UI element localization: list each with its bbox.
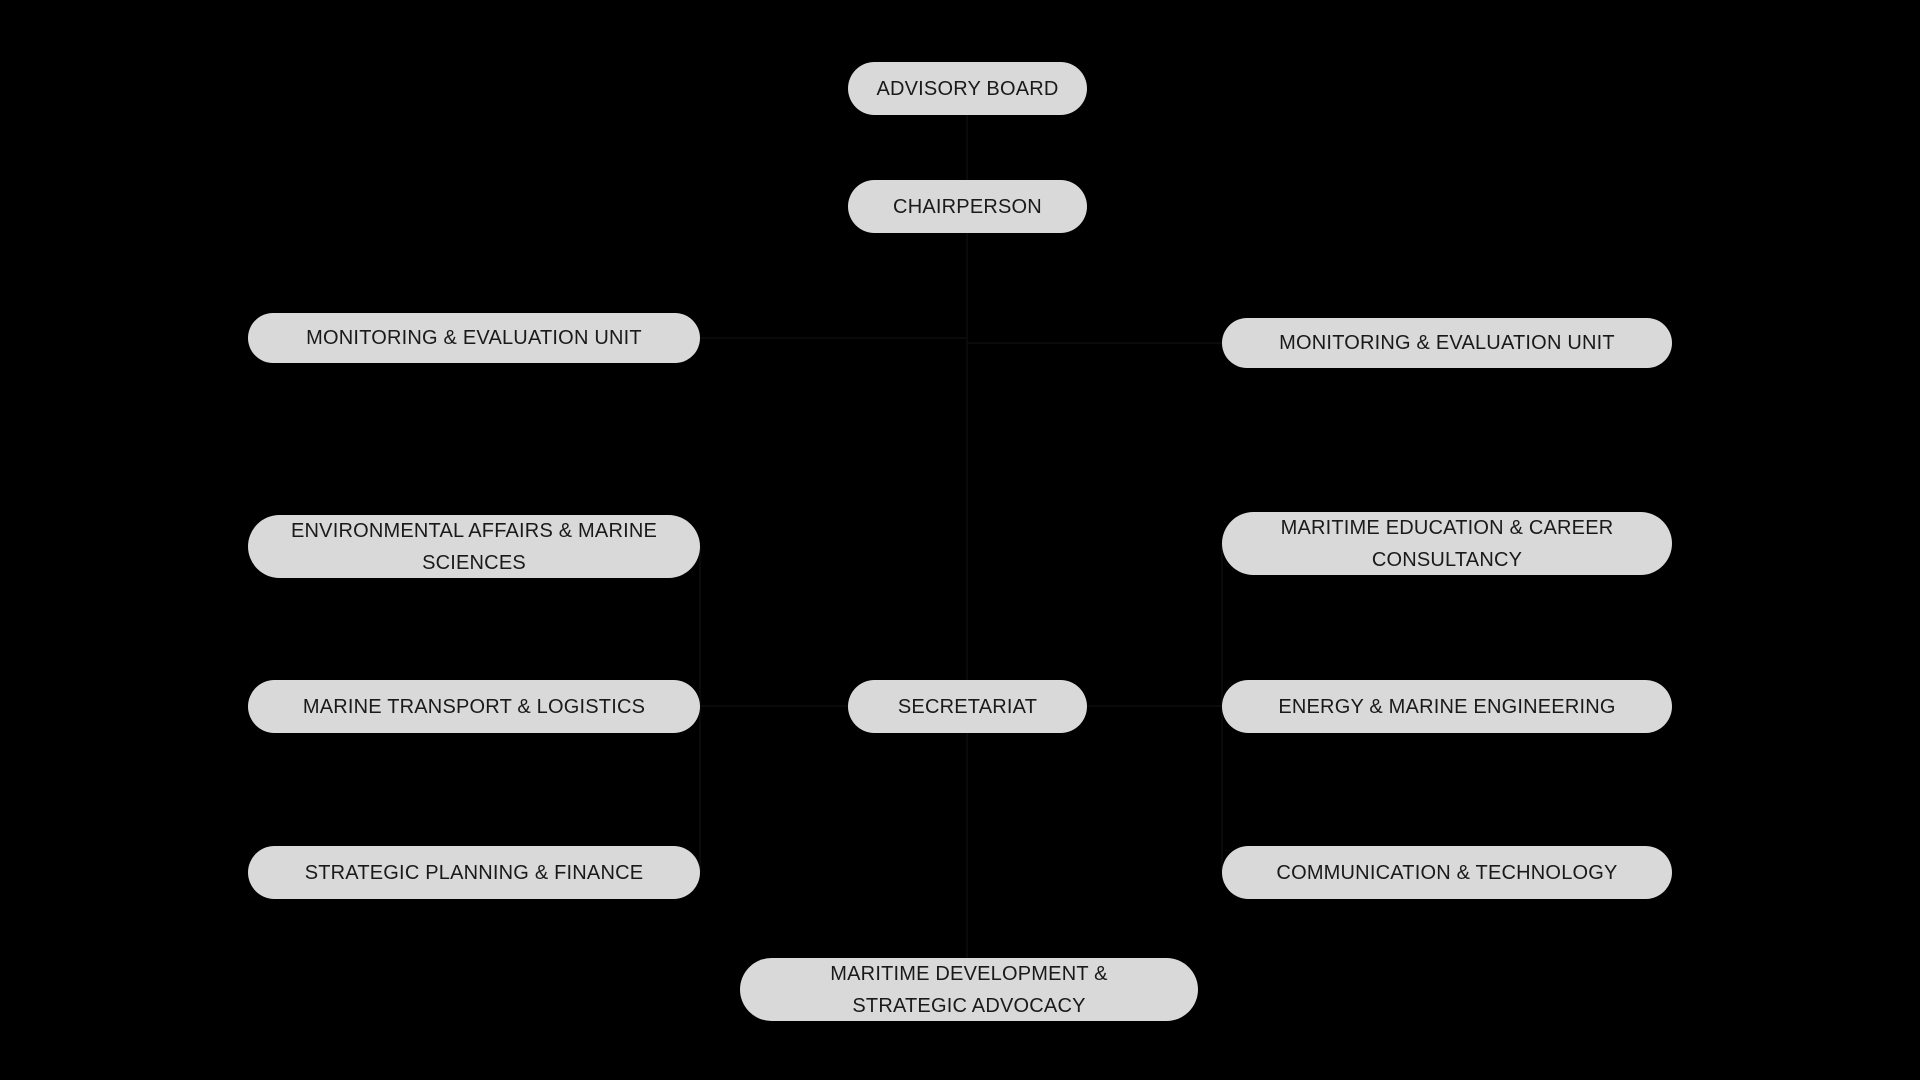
node-energy-marine-engineering[interactable]: ENERGY & MARINE ENGINEERING [1222, 680, 1672, 733]
node-communication-technology[interactable]: COMMUNICATION & TECHNOLOGY [1222, 846, 1672, 899]
node-chairperson[interactable]: CHAIRPERSON [848, 180, 1087, 233]
node-monitoring-evaluation-unit-right[interactable]: MONITORING & EVALUATION UNIT [1222, 318, 1672, 368]
node-monitoring-evaluation-unit-left[interactable]: MONITORING & EVALUATION UNIT [248, 313, 700, 363]
node-environmental-affairs-marine-sciences[interactable]: ENVIRONMENTAL AFFAIRS & MARINE SCIENCES [248, 515, 700, 578]
node-maritime-development-strategic-advocacy[interactable]: MARITIME DEVELOPMENT & STRATEGIC ADVOCAC… [740, 958, 1198, 1021]
node-energy-marine-engineering-label: ENERGY & MARINE ENGINEERING [1278, 695, 1616, 718]
node-secretariat-label: SECRETARIAT [897, 695, 1038, 718]
node-strategic-planning-finance-label: STRATEGIC PLANNING & FINANCE [304, 861, 644, 884]
node-environmental-affairs-label: ENVIRONMENTAL AFFAIRS & MARINE SCIENCES [290, 519, 658, 574]
node-advisory-board-label: ADVISORY BOARD [876, 77, 1059, 100]
node-monitoring-evaluation-left-label: MONITORING & EVALUATION UNIT [306, 327, 642, 349]
node-communication-technology-label: COMMUNICATION & TECHNOLOGY [1276, 861, 1618, 884]
node-marine-transport-logistics[interactable]: MARINE TRANSPORT & LOGISTICS [248, 680, 700, 733]
node-maritime-education-career-consultancy[interactable]: MARITIME EDUCATION & CAREER CONSULTANCY [1222, 512, 1672, 575]
connector-chairperson-to-me-left [700, 233, 968, 339]
node-secretariat[interactable]: SECRETARIAT [848, 680, 1087, 733]
node-advisory-board[interactable]: ADVISORY BOARD [848, 62, 1087, 115]
node-monitoring-evaluation-right-label: MONITORING & EVALUATION UNIT [1279, 332, 1615, 354]
node-strategic-planning-finance[interactable]: STRATEGIC PLANNING & FINANCE [248, 846, 700, 899]
node-marine-transport-label: MARINE TRANSPORT & LOGISTICS [302, 695, 646, 718]
node-maritime-development-label: MARITIME DEVELOPMENT & STRATEGIC ADVOCAC… [830, 962, 1108, 1017]
node-chairperson-label: CHAIRPERSON [893, 195, 1042, 218]
connector-chairperson-to-me-right [966, 233, 1222, 344]
node-maritime-education-label: MARITIME EDUCATION & CAREER CONSULTANCY [1280, 516, 1614, 571]
